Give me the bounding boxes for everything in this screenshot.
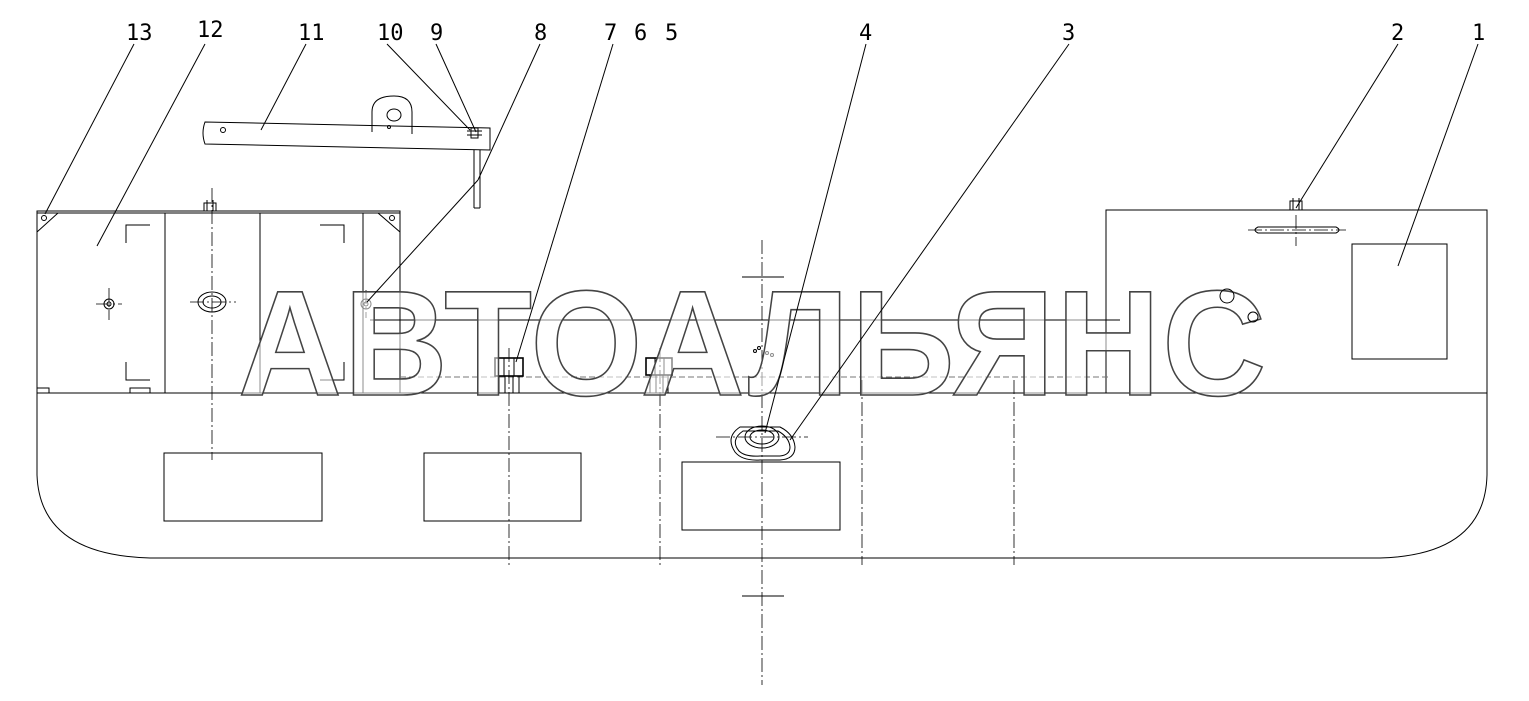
callout-5: 5 bbox=[665, 21, 678, 46]
leader-lines bbox=[44, 43, 1479, 441]
tray-body bbox=[36, 392, 1488, 559]
callout-10: 10 bbox=[377, 21, 404, 46]
top-bracket bbox=[202, 95, 491, 209]
callout-9: 9 bbox=[430, 21, 443, 46]
tray-opening bbox=[681, 461, 841, 531]
callout-numbers: 13 12 11 10 9 8 7 6 5 4 3 2 1 bbox=[126, 18, 1485, 46]
callout-12: 12 bbox=[197, 18, 224, 43]
callout-2: 2 bbox=[1391, 21, 1404, 46]
bolt-assembly-right bbox=[645, 357, 673, 394]
watermark-text: АВТОАЛЬЯНС bbox=[238, 259, 1268, 427]
callout-7: 7 bbox=[604, 21, 617, 46]
callout-3: 3 bbox=[1062, 21, 1075, 46]
tray-opening bbox=[423, 452, 582, 522]
small-holes bbox=[753, 346, 774, 357]
callout-11: 11 bbox=[298, 21, 325, 46]
callout-6: 6 bbox=[634, 21, 647, 46]
callout-8: 8 bbox=[534, 21, 547, 46]
left-box bbox=[36, 200, 401, 394]
tray-opening bbox=[163, 452, 323, 522]
callout-13: 13 bbox=[126, 21, 153, 46]
callout-1: 1 bbox=[1472, 21, 1485, 46]
callout-4: 4 bbox=[859, 21, 872, 46]
lifting-eye bbox=[730, 425, 796, 461]
